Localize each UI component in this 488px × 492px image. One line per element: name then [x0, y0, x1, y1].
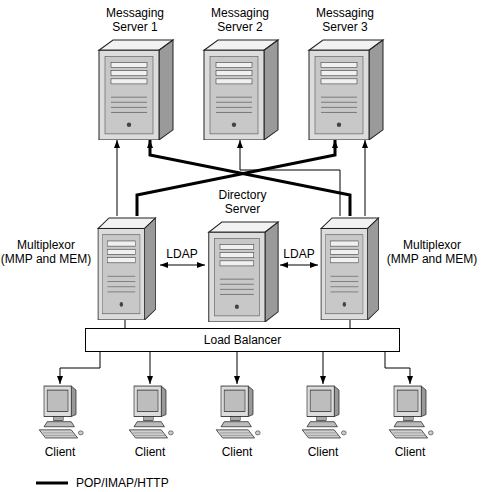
node-label: Messaging Server 3: [305, 6, 385, 34]
computer-icon: [126, 384, 174, 440]
connector-line: [60, 352, 100, 384]
computer-icon: [386, 384, 434, 440]
connector-line: [125, 320, 126, 328]
server-icon: [95, 216, 157, 320]
node-label: Client: [380, 445, 440, 459]
legend-text: POP/IMAP/HTTP: [76, 476, 169, 490]
node-label: Client: [120, 445, 180, 459]
legend-sample: [36, 476, 68, 490]
connector-line: [237, 352, 238, 384]
node-label: Client: [293, 445, 353, 459]
server-icon: [309, 40, 383, 140]
computer-icon: [213, 384, 261, 440]
computer-icon: [129, 386, 173, 438]
multiplexor-server: Multiplexor (MMP and MEM): [0, 216, 160, 320]
connector-line: [150, 140, 350, 216]
computer-icon: [36, 384, 84, 440]
server-icon: [318, 216, 380, 320]
connector-label: LDAP: [152, 247, 212, 261]
server-icon: [200, 38, 280, 140]
messaging-server: Messaging Server 1: [95, 4, 175, 140]
node-label: Load Balancer: [86, 333, 399, 347]
connector-line: [385, 352, 410, 384]
client-computer: Client: [380, 384, 440, 460]
computer-icon: [389, 386, 433, 438]
connector-line: [117, 140, 118, 216]
node-label: Directory Server: [205, 188, 280, 216]
node-label: Multiplexor (MMP and MEM): [386, 238, 478, 266]
connector-line: [137, 140, 335, 216]
client-computer: Client: [30, 384, 90, 460]
messaging-server: Messaging Server 3: [305, 4, 385, 140]
connector-line: [280, 265, 318, 266]
client-computer: Client: [207, 384, 267, 460]
server-icon: [204, 40, 278, 140]
directory-server: Directory Server: [205, 186, 280, 322]
computer-icon: [302, 386, 346, 438]
client-computer: Client: [120, 384, 180, 460]
computer-icon: [216, 386, 260, 438]
node-label: Client: [207, 445, 267, 459]
messaging-server: Messaging Server 2: [200, 4, 280, 140]
connector-line: [323, 352, 324, 384]
server-icon: [305, 38, 385, 140]
server-icon: [205, 220, 280, 322]
node-label: Client: [30, 445, 90, 459]
node-label: Messaging Server 2: [200, 6, 280, 34]
server-icon: [95, 38, 175, 140]
node-label: Messaging Server 1: [95, 6, 175, 34]
legend-row: POP/IMAP/HTTP: [36, 476, 256, 492]
multiplexor-server: Multiplexor (MMP and MEM): [318, 216, 488, 320]
server-icon: [321, 218, 378, 320]
server-icon: [98, 218, 155, 320]
node-label: Multiplexor (MMP and MEM): [0, 238, 92, 266]
server-icon: [99, 40, 173, 140]
legend-line: [36, 482, 68, 485]
connector-label: LDAP: [269, 247, 329, 261]
connector-line: [160, 265, 205, 266]
computer-icon: [39, 386, 83, 438]
computer-icon: [299, 384, 347, 440]
connector-line: [365, 140, 366, 216]
server-icon: [209, 222, 278, 322]
client-computer: Client: [293, 384, 353, 460]
connector-line: [350, 320, 351, 328]
connector-line: [150, 352, 151, 384]
load-balancer: Load Balancer: [85, 328, 400, 352]
